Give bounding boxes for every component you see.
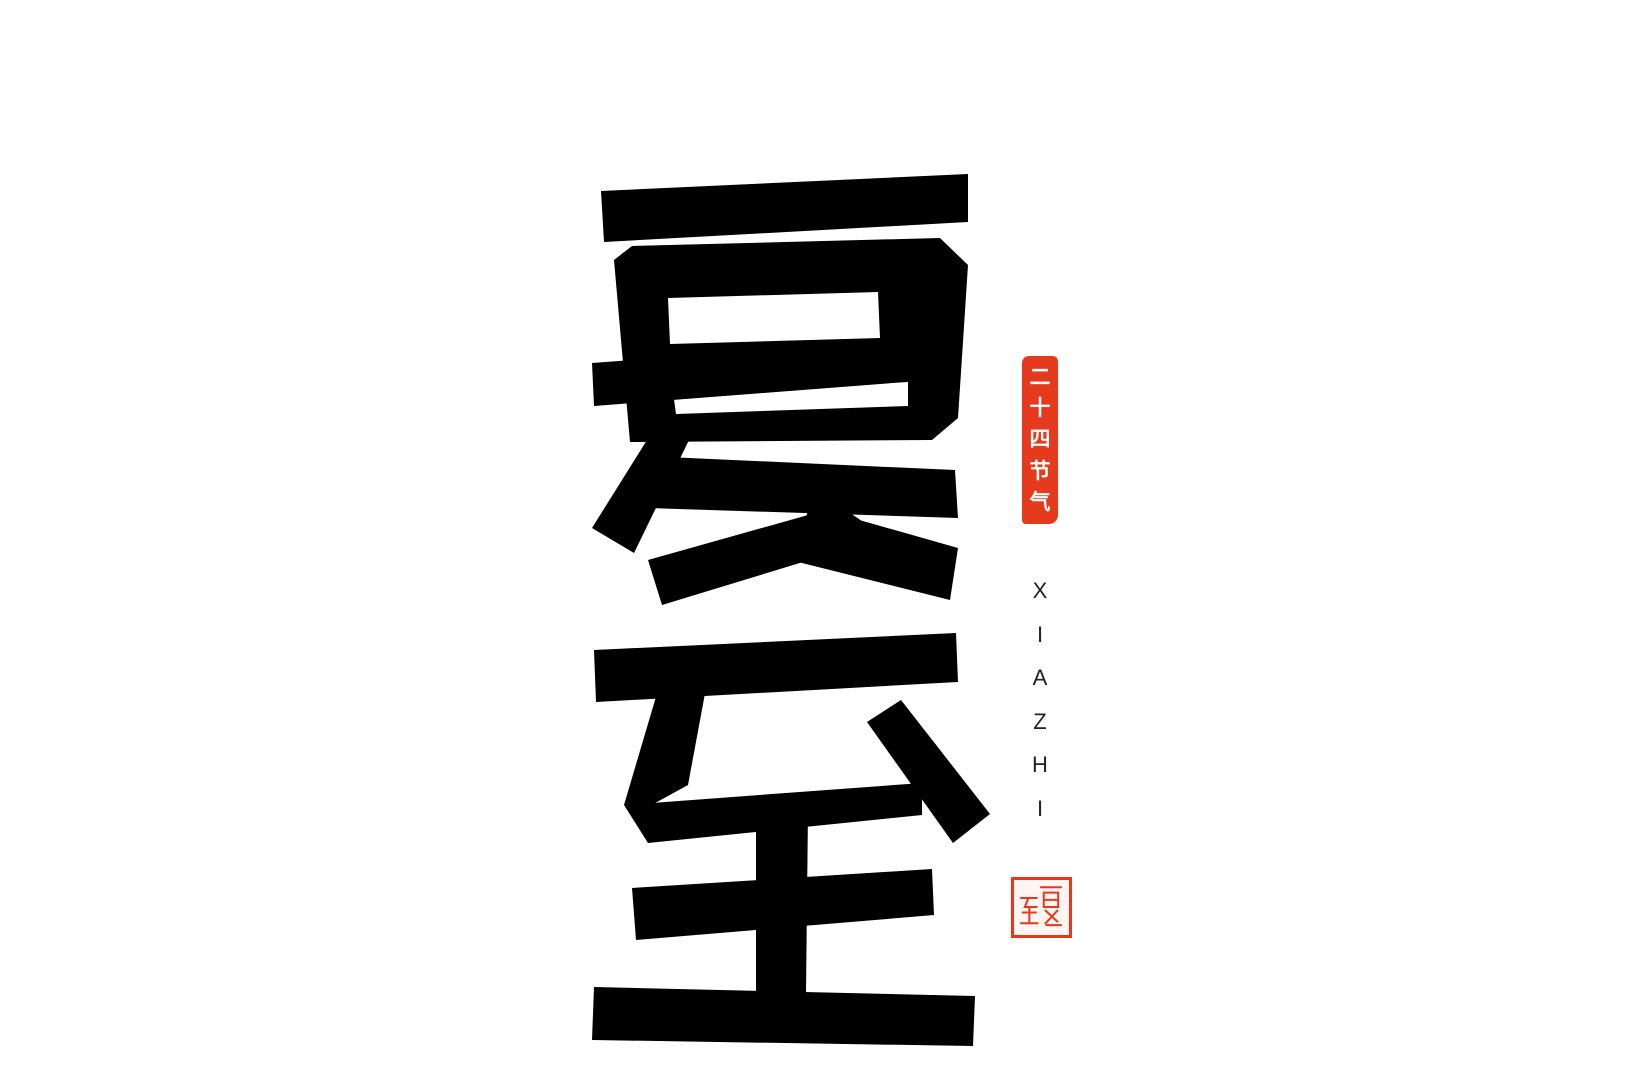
stroke [592,987,975,1046]
red-stamp [1011,877,1072,938]
stroke [594,633,958,702]
pinyin-letter: A [1032,665,1048,691]
seal-char: 气 [1029,489,1051,514]
seal-char: 节 [1029,458,1051,483]
pinyin-vertical: X I A Z H I [1018,580,1062,820]
stroke [601,174,968,242]
pinyin-letter: X [1032,578,1048,603]
pinyin-letter: H [1032,752,1048,778]
pinyin-letter: I [1036,795,1044,821]
seal-char: 四 [1029,427,1051,452]
stroke [592,340,906,406]
seal-twenty-four-solar-terms: 二 十 四 节 气 [1022,356,1058,524]
seal-char: 十 [1029,396,1051,421]
stroke [632,869,934,940]
stroke [668,292,880,344]
glyph-zhi [592,633,990,1046]
stroke [624,688,706,808]
seal-char: 二 [1029,365,1051,390]
stroke [645,456,958,518]
stroke [867,700,990,843]
pinyin-letter: Z [1033,708,1047,734]
glyph-xia [592,174,968,605]
pinyin-letter: I [1036,621,1044,647]
stamp-icon [1020,886,1062,927]
stroke [790,506,958,600]
